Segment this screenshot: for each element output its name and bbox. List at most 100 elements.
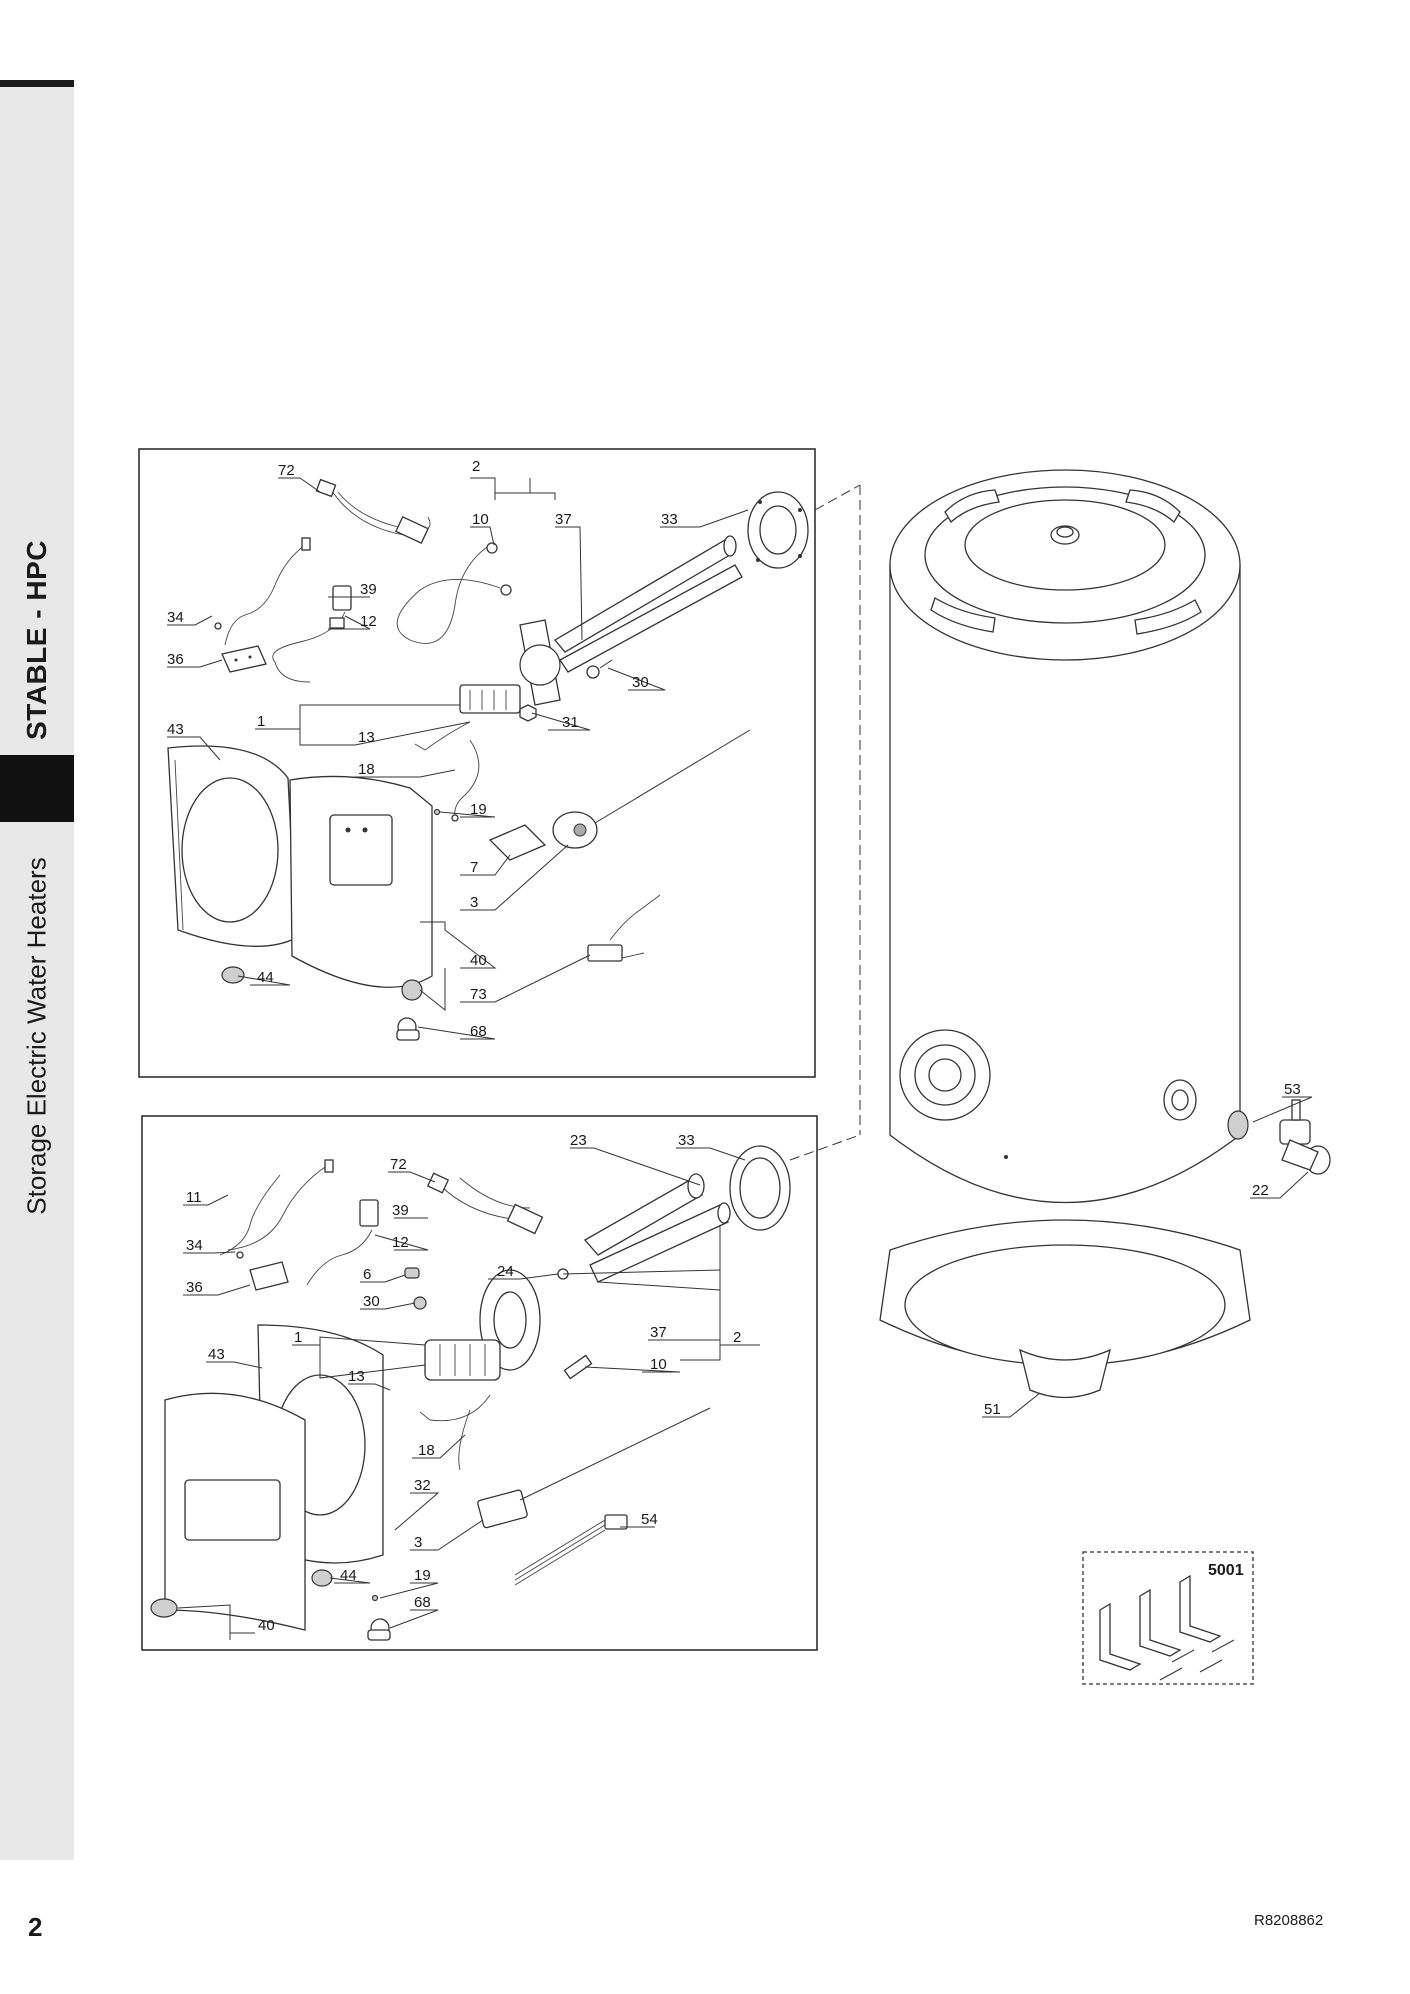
thermostat-3-bottom	[477, 1407, 711, 1529]
callout-68-bottom: 68	[414, 1594, 431, 1611]
grommet-44-bottom	[311, 1569, 333, 1587]
callout-18: 18	[358, 761, 375, 778]
top-panel-callouts: 72 2 10 37 33 39 34 12 36 30 1 31 43 13 …	[167, 458, 678, 1040]
callout-44: 44	[257, 969, 274, 986]
callout-34-bottom: 34	[186, 1237, 203, 1254]
page-number: 2	[28, 1912, 43, 1942]
terminal-board-36-bottom	[249, 1261, 289, 1291]
callout-7: 7	[470, 859, 478, 876]
callout-36-bottom: 36	[186, 1279, 203, 1296]
nut-31	[519, 704, 537, 722]
mounting-kit-5001: 5001	[1082, 1551, 1254, 1685]
thermostat-3	[552, 729, 751, 849]
callout-13: 13	[358, 729, 375, 746]
callout-30: 30	[632, 674, 649, 691]
callout-10: 10	[472, 511, 489, 528]
screw-30-bottom	[413, 1296, 427, 1310]
callout-24: 24	[497, 1263, 514, 1280]
wiring-harness-72	[315, 478, 431, 545]
callout-37: 37	[555, 511, 572, 528]
callout-23: 23	[570, 1132, 587, 1149]
callout-32: 32	[414, 1477, 431, 1494]
callout-37-bottom: 37	[650, 1324, 667, 1341]
cable-10	[396, 542, 512, 644]
heating-tubes-bottom	[583, 1173, 731, 1283]
pin-19-bottom	[371, 1594, 379, 1602]
sidebar-section-marker	[0, 755, 74, 822]
front-cover-40-bottom	[164, 1392, 306, 1631]
callout-18-bottom: 18	[418, 1442, 435, 1459]
top-panel-leaders	[167, 477, 749, 1040]
front-cover-40	[289, 775, 433, 988]
callout-73: 73	[470, 986, 487, 1003]
callout-33: 33	[661, 511, 678, 528]
callout-6: 6	[363, 1266, 371, 1283]
callout-40-bottom: 40	[258, 1617, 275, 1634]
terminal-block-73	[587, 894, 661, 962]
grommet-40-bottom	[150, 1598, 178, 1618]
callout-44-bottom: 44	[340, 1567, 357, 1584]
base-stand-51	[879, 1219, 1251, 1399]
callout-34: 34	[167, 609, 184, 626]
callout-72: 72	[278, 462, 295, 479]
terminal-board-36	[221, 645, 267, 673]
cable-11	[227, 1159, 334, 1251]
callout-40: 40	[470, 952, 487, 969]
callout-12: 12	[360, 613, 377, 630]
callout-12-bottom: 12	[392, 1234, 409, 1251]
bottom-panel-frame	[141, 1115, 818, 1651]
callout-10-bottom: 10	[650, 1356, 667, 1373]
callout-43: 43	[167, 721, 184, 738]
sensor-bundle-54	[514, 1514, 628, 1586]
part-6	[404, 1267, 420, 1279]
top-panel-frame	[138, 448, 816, 1078]
relay-39	[332, 585, 352, 611]
callout-3-bottom: 3	[414, 1534, 422, 1551]
callout-22: 22	[1252, 1182, 1269, 1199]
callout-51: 51	[984, 1401, 1001, 1418]
cable-10-bottom	[419, 1354, 593, 1422]
pin-19	[433, 808, 441, 816]
bottom-panel-leaders	[177, 1147, 760, 1640]
sidebar-band	[0, 80, 74, 1860]
callout-1-bottom: 1	[294, 1329, 302, 1346]
gasket-33	[747, 491, 809, 569]
callout-19-bottom: 19	[414, 1567, 431, 1584]
callout-13-bottom: 13	[348, 1368, 365, 1385]
relay-39-bottom	[359, 1199, 379, 1227]
callout-19: 19	[470, 801, 487, 818]
indicator-68	[396, 1017, 420, 1041]
callout-53: 53	[1284, 1081, 1301, 1098]
water-heater-tank: 53 22 51	[789, 469, 1331, 1418]
screw-30	[586, 659, 613, 679]
callout-3: 3	[470, 894, 478, 911]
sensor-cable-34	[214, 537, 311, 646]
cable-12-bottom	[306, 1229, 373, 1286]
grommet-40b	[401, 979, 423, 1001]
callout-39-bottom: 39	[392, 1202, 409, 1219]
callout-54: 54	[641, 1511, 658, 1528]
callout-43-bottom: 43	[208, 1346, 225, 1363]
callout-2: 2	[472, 458, 480, 475]
callout-31: 31	[562, 714, 579, 731]
sidebar-top-rule	[0, 80, 74, 87]
callout-68: 68	[470, 1023, 487, 1040]
grommet-44	[221, 966, 245, 984]
callout-36: 36	[167, 651, 184, 668]
wiring-harness-72-bottom	[426, 1172, 544, 1235]
callout-72-bottom: 72	[390, 1156, 407, 1173]
heating-element-assembly	[459, 535, 743, 714]
callout-33-bottom: 33	[678, 1132, 695, 1149]
cable-18-bottom	[458, 1409, 471, 1471]
bracket-7	[488, 824, 547, 861]
callout-30-bottom: 30	[363, 1293, 380, 1310]
front-enclosure-43	[167, 745, 297, 947]
sensor-cable-34-bottom	[219, 1174, 281, 1259]
bottom-panel-callouts: 23 33 11 72 39 34 12 6 24 36 30 37 2 1 4…	[186, 1132, 741, 1634]
callout-2-bottom: 2	[733, 1329, 741, 1346]
cable-18	[454, 739, 480, 818]
gasket-33-bottom	[729, 1145, 791, 1231]
cable-13	[414, 721, 471, 751]
heating-element-assembly-bottom	[424, 1269, 541, 1381]
